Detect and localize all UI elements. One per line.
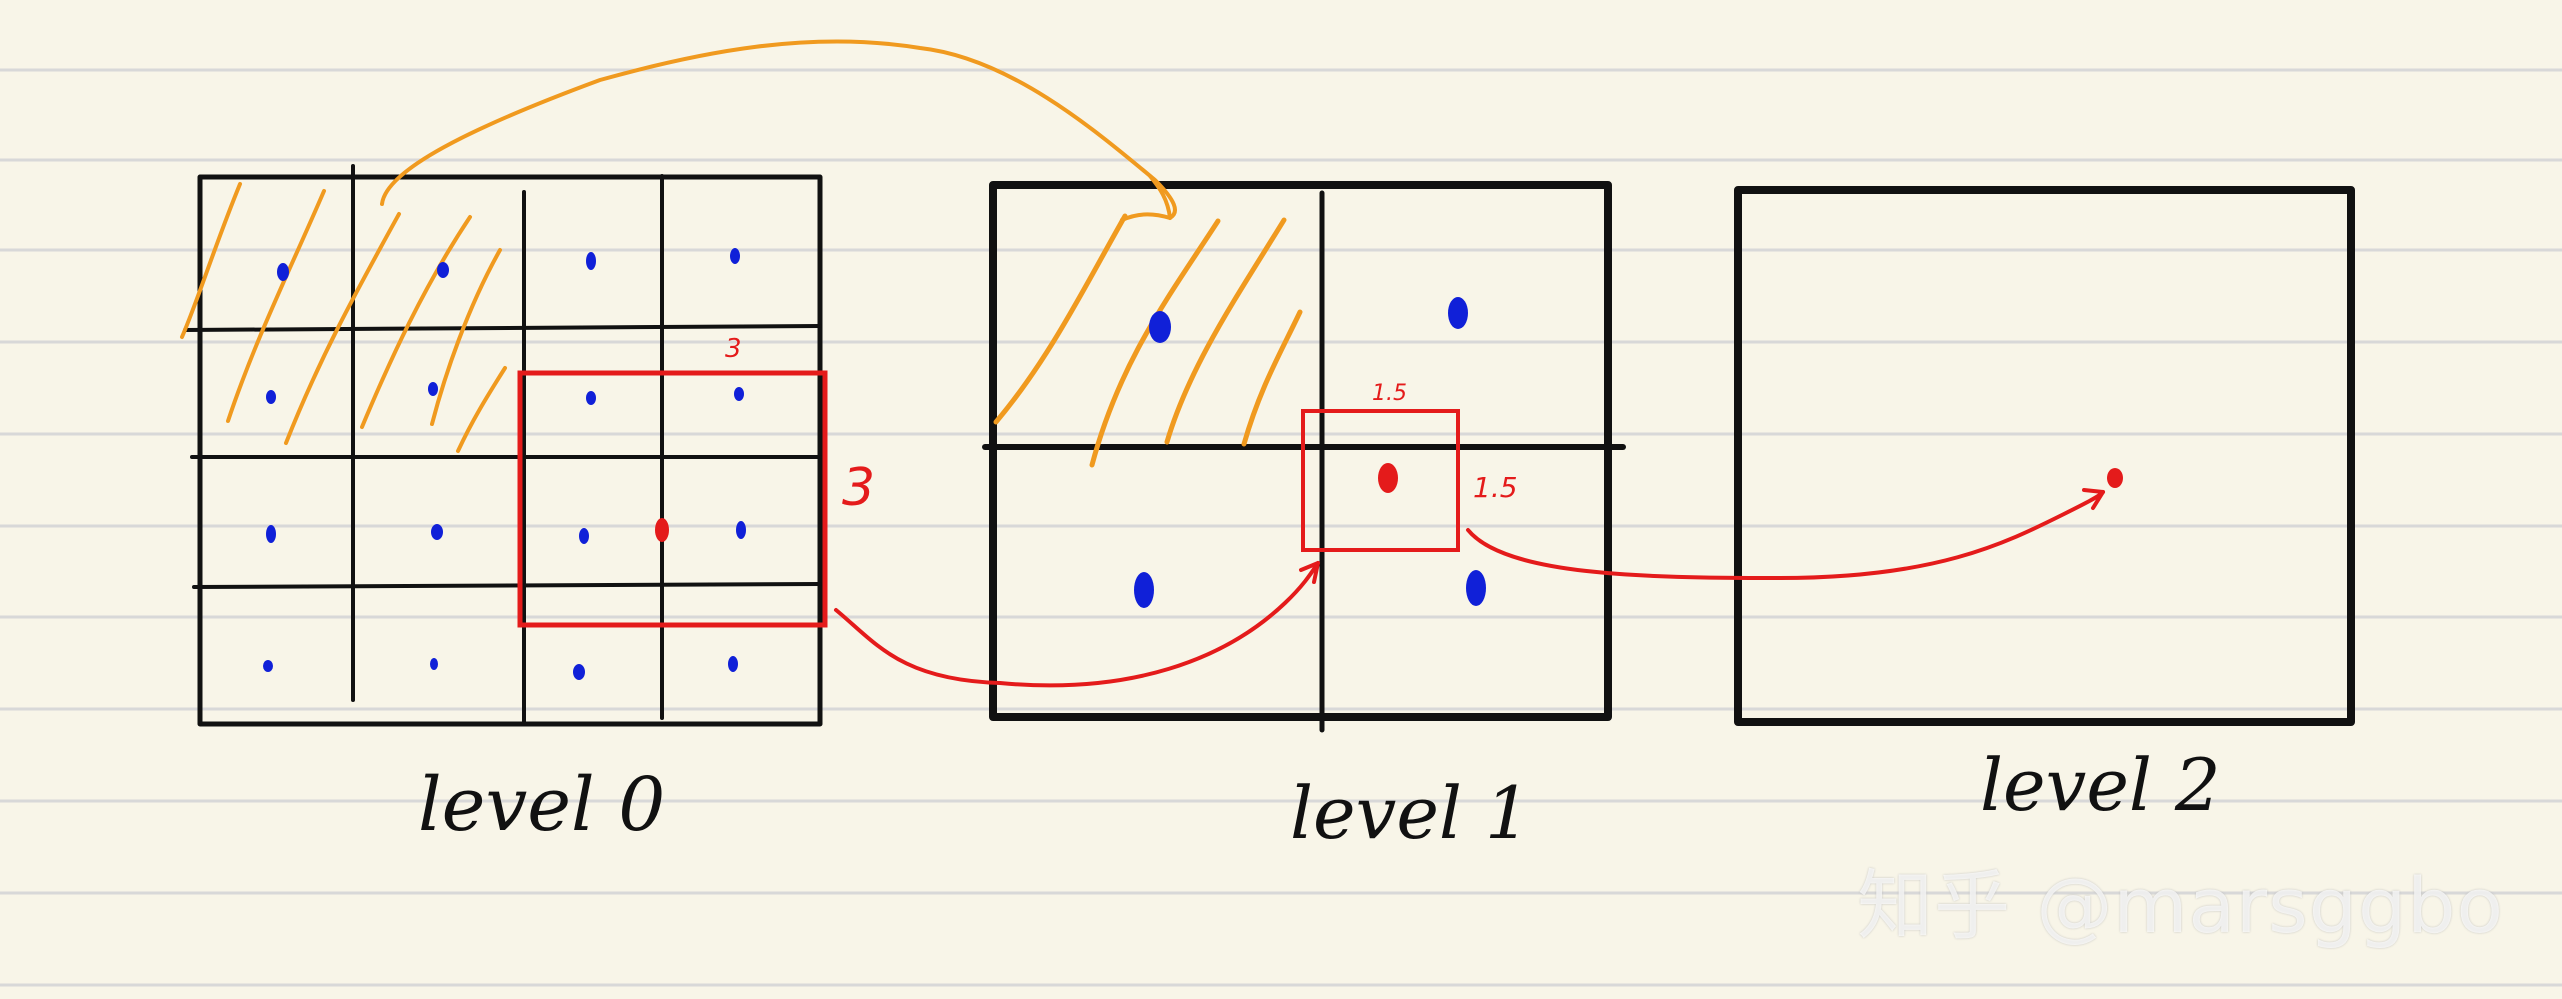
level-0-receptive-field xyxy=(517,370,828,628)
orange-hatch-stroke xyxy=(456,366,507,453)
level-0-border xyxy=(197,174,823,727)
level-1-orange-hatching xyxy=(993,213,1303,468)
level-1-red-center-point xyxy=(1378,463,1398,493)
watermark: 知乎 @marsggbo xyxy=(1857,861,2504,950)
level-1-blue-points xyxy=(1134,297,1486,608)
orange-hatch-stroke xyxy=(1164,217,1287,445)
level-0-red-center-point xyxy=(655,518,669,542)
blue-point xyxy=(736,521,746,539)
level-1-border xyxy=(989,181,1612,721)
blue-point xyxy=(263,660,273,672)
orange-hatch-stroke xyxy=(226,189,326,423)
level-0-blue-points xyxy=(263,248,746,680)
red-arrow-head xyxy=(2082,488,2105,510)
level-1-receptive-field xyxy=(1301,409,1460,552)
blue-point xyxy=(437,262,449,278)
blue-point xyxy=(266,390,276,404)
notebook-ruled-lines xyxy=(0,68,2562,987)
level-1-box-height-label: 1.5 xyxy=(1473,471,1518,504)
blue-point xyxy=(734,387,744,401)
blue-point xyxy=(428,382,438,396)
blue-point xyxy=(1149,311,1171,343)
orange-hatch-stroke xyxy=(1241,309,1303,447)
level-2-red-point xyxy=(2107,468,2123,488)
blue-point xyxy=(431,524,443,540)
level-0-red-box xyxy=(517,370,828,628)
level-0-label: level 0 xyxy=(418,762,665,848)
level-0-horizontal-line xyxy=(192,582,822,589)
orange-arrow-head xyxy=(1120,174,1172,222)
level-2-border xyxy=(1734,186,2355,726)
level-0-orange-hatching xyxy=(180,182,507,453)
red-mapping-arrows xyxy=(834,488,2105,688)
blue-point xyxy=(586,391,596,405)
red-arrow-level-1-to-level-2 xyxy=(1466,490,2105,580)
level-1-red-box xyxy=(1301,409,1460,552)
level-2-grid xyxy=(1734,186,2355,726)
blue-point xyxy=(430,658,438,670)
blue-point xyxy=(573,664,585,680)
orange-hatch-stroke xyxy=(360,215,472,429)
blue-point xyxy=(730,248,740,264)
blue-point xyxy=(1134,572,1154,608)
orange-hatch-stroke xyxy=(430,248,502,426)
blue-point xyxy=(266,525,276,543)
blue-point xyxy=(1466,570,1486,606)
blue-point xyxy=(579,528,589,544)
level-2-label: level 2 xyxy=(1980,743,2221,827)
orange-hatch-stroke xyxy=(180,182,242,339)
orange-hatch-stroke xyxy=(1089,218,1221,468)
level-0-box-height-label: 3 xyxy=(842,458,875,518)
blue-point xyxy=(277,263,289,281)
blue-point xyxy=(728,656,738,672)
level-0-horizontal-line xyxy=(183,324,822,332)
level-0-box-width-label: 3 xyxy=(725,334,742,364)
level-1-box-width-label: 1.5 xyxy=(1372,381,1407,406)
red-arrow-head xyxy=(1299,561,1320,584)
blue-point xyxy=(1448,297,1468,329)
orange-hatch-stroke xyxy=(284,212,401,445)
orange-mapping-arrow xyxy=(380,39,1177,222)
level-1-label: level 1 xyxy=(1290,771,1531,855)
red-arrow-level-0-to-level-1 xyxy=(834,561,1320,688)
orange-hatch-stroke xyxy=(993,213,1128,425)
level-0-grid xyxy=(183,164,823,727)
orange-curved-arrow xyxy=(380,39,1177,220)
blue-point xyxy=(586,252,596,270)
